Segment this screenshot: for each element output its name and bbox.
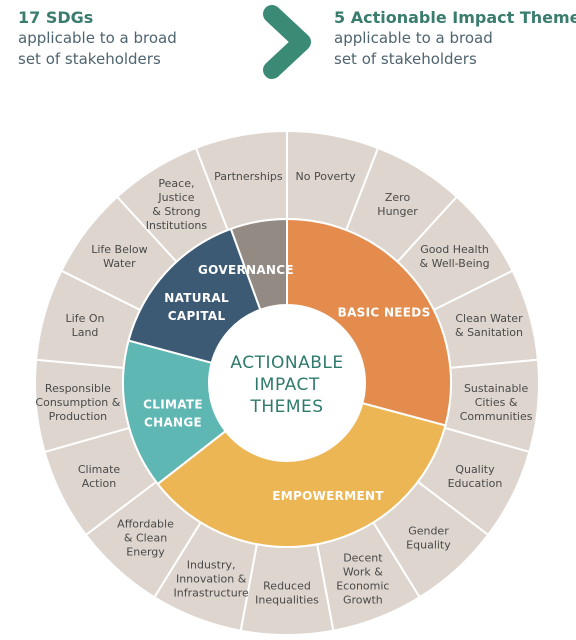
theme-label-governance: GOVERNANCE [198,263,294,277]
sdg-label-responsible-consumption-production-line: Consumption & [35,396,120,409]
sdg-label-good-health-well-being-line: & Well-Being [420,257,490,270]
sdg-label-no-poverty-line: No Poverty [296,170,357,183]
themes-count-title: 5 Actionable Impact Themes [334,8,576,27]
center-title-line: THEMES [249,397,323,417]
sdg-label-quality-education-line: Education [448,477,503,490]
sdg-subtitle-line-2: set of stakeholders [18,50,161,68]
themes-subtitle-line-2: set of stakeholders [334,50,477,68]
sdg-label-clean-water-sanitation-line: Clean Water [455,312,523,325]
sdg-label-zero-hunger-line: Zero [385,191,411,204]
sdg-label-reduced-inequalities-line: Inequalities [255,594,319,607]
sdg-label-climate-action-line: Action [82,477,116,490]
sdg-label-industry-innovation-infrastructure-line: Innovation & [176,572,247,585]
sdg-label-life-below-water-line: Life Below [91,243,147,256]
sdg-label-reduced-inequalities-line: Reduced [263,580,311,593]
theme-label-natural-capital-line: NATURAL [164,291,229,305]
theme-label-basic-needs: BASIC NEEDS [338,305,431,319]
sdg-subtitle-line-1: applicable to a broad [18,29,177,47]
theme-label-climate-change: CLIMATE CHANGE [143,398,203,430]
center-title-line: IMPACT [254,375,320,395]
sdg-label-partnerships: Partnerships [214,170,283,183]
sdg-label-peace-justice-strong-institutions-line: Peace, [158,177,194,190]
theme-label-empowerment: EMPOWERMENT [272,489,384,503]
sdg-label-life-on-land-line: Land [72,326,99,339]
arrow-right-icon [197,5,311,79]
theme-label-climate-change-line: CHANGE [144,416,202,430]
sdg-label-life-on-land-line: Life On [66,312,105,325]
sdg-label-industry-innovation-infrastructure: Industry,Innovation &Infrastructure [173,558,249,599]
sdg-count-title: 17 SDGs [18,8,94,27]
sdg-label-industry-innovation-infrastructure-line: Industry, [187,558,236,571]
sdg-label-affordable-clean-energy-line: & Clean [124,532,167,545]
sdg-label-good-health-well-being-line: Good Health [420,243,489,256]
sdg-label-sustainable-cities-communities-line: Communities [460,410,533,423]
sdg-label-peace-justice-strong-institutions-line: Institutions [146,219,208,232]
sdg-label-decent-work-economic-growth-line: Growth [343,593,383,606]
theme-label-governance-line: GOVERNANCE [198,263,294,277]
sdg-label-sustainable-cities-communities-line: Sustainable [464,382,529,395]
theme-label-natural-capital-line: CAPITAL [168,309,226,323]
sdg-label-life-below-water-line: Water [103,257,136,270]
sdg-label-zero-hunger-line: Hunger [377,205,418,218]
sdg-label-gender-equality-line: Equality [406,539,451,552]
sdg-label-no-poverty: No Poverty [296,170,357,183]
sdg-label-responsible-consumption-production-line: Production [49,410,108,423]
theme-label-empowerment-line: EMPOWERMENT [272,489,384,503]
header-left: 17 SDGs applicable to a broad set of sta… [18,8,177,70]
sdg-label-industry-innovation-infrastructure-line: Infrastructure [173,586,249,599]
sdg-label-affordable-clean-energy-line: Energy [126,546,165,559]
theme-label-natural-capital: NATURAL CAPITAL [164,291,229,323]
sdg-label-good-health-well-being: Good Health& Well-Being [420,243,490,270]
sdg-label-climate-action-line: Climate [78,463,121,476]
sdg-label-clean-water-sanitation: Clean Water& Sanitation [455,312,523,339]
theme-label-basic-needs-line: BASIC NEEDS [338,305,431,319]
sdg-label-decent-work-economic-growth-line: Work & [343,565,383,578]
theme-label-climate-change-line: CLIMATE [143,398,203,412]
sdg-label-decent-work-economic-growth-line: Decent [343,551,383,564]
sdg-label-partnerships-line: Partnerships [214,170,283,183]
sdg-label-peace-justice-strong-institutions-line: Justice [157,191,194,204]
center-title-line: ACTIONABLE [230,353,343,373]
sdg-label-quality-education-line: Quality [455,463,495,476]
sdg-label-peace-justice-strong-institutions-line: & Strong [152,205,200,218]
sdg-label-clean-water-sanitation-line: & Sanitation [455,326,523,339]
header-right: 5 Actionable Impact Themes applicable to… [334,8,576,70]
sdg-label-decent-work-economic-growth-line: Economic [336,579,389,592]
sdg-label-sustainable-cities-communities-line: Cities & [475,396,518,409]
themes-subtitle-line-1: applicable to a broad [334,29,493,47]
center-disc [209,305,365,461]
sdg-label-responsible-consumption-production-line: Responsible [45,382,111,395]
sdg-label-gender-equality-line: Gender [408,525,449,538]
sdg-label-affordable-clean-energy-line: Affordable [117,518,174,531]
